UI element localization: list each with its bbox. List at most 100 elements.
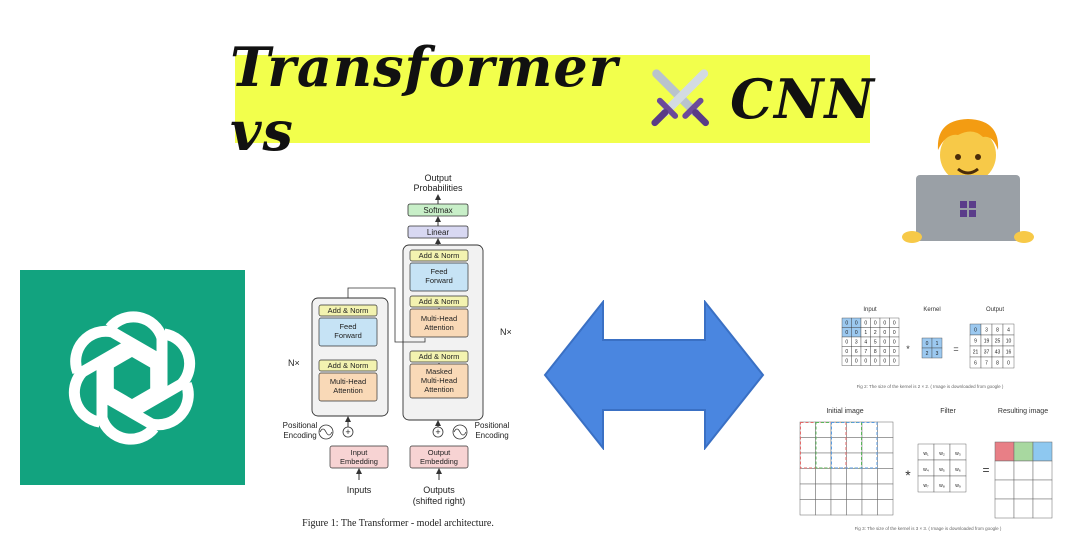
double-arrow-icon bbox=[543, 300, 765, 450]
initial-image-cell bbox=[877, 499, 894, 516]
filter-equals-symbol: = bbox=[982, 463, 989, 477]
cnn-output-label: Output bbox=[986, 307, 1004, 313]
cnn-input-value: 0 bbox=[874, 320, 877, 326]
filter-value: w₁ bbox=[923, 451, 929, 457]
initial-image-cell bbox=[799, 452, 816, 469]
initial-image-cell bbox=[846, 452, 863, 469]
person-laptop-icon bbox=[902, 119, 1034, 243]
cnn-output-value: 3 bbox=[985, 327, 988, 333]
cnn-input-value: 0 bbox=[883, 349, 886, 355]
initial-image-cell bbox=[861, 421, 878, 438]
cnn-output-value: 10 bbox=[1006, 338, 1012, 344]
resulting-image-cell bbox=[1013, 479, 1034, 500]
cnn-output-value: 16 bbox=[1006, 349, 1012, 355]
filter-value: w₃ bbox=[955, 451, 961, 457]
cnn-kernel-value: 0 bbox=[926, 341, 929, 347]
cnn-output-value: 9 bbox=[974, 338, 977, 344]
cnn-output-value: 25 bbox=[995, 338, 1001, 344]
softmax-label: Softmax bbox=[423, 206, 452, 215]
outputs-label-1: Outputs bbox=[423, 485, 455, 495]
cnn-output-value: 21 bbox=[973, 349, 979, 355]
initial-image-cell bbox=[877, 421, 894, 438]
cnn-input-label: Input bbox=[863, 307, 877, 313]
cnn-input-value: 3 bbox=[855, 339, 858, 345]
masked-mha-1: Masked bbox=[426, 367, 452, 376]
cnn-input-value: 0 bbox=[883, 339, 886, 345]
enc-positional-1: Positional bbox=[283, 421, 318, 430]
initial-image-cell bbox=[799, 437, 816, 454]
filter-value: w₄ bbox=[923, 467, 929, 473]
resulting-image-cell bbox=[1032, 498, 1053, 519]
filter-value: w₅ bbox=[939, 467, 945, 473]
initial-image-cell bbox=[861, 483, 878, 500]
cnn-input-value: 0 bbox=[845, 349, 848, 355]
resulting-image-cell bbox=[1032, 479, 1053, 500]
initial-image-cell bbox=[815, 499, 832, 516]
cnn-output-value: 8 bbox=[996, 327, 999, 333]
cnn-input-value: 0 bbox=[893, 330, 896, 336]
initial-image-cell bbox=[815, 468, 832, 485]
page-title: Transformer vs CNN bbox=[230, 35, 875, 163]
cnn-input-value: 0 bbox=[845, 320, 848, 326]
cnn-output-value: 0 bbox=[974, 327, 977, 333]
title-banner: Transformer vs CNN bbox=[230, 35, 874, 163]
cnn-input-value: 0 bbox=[874, 358, 877, 364]
resulting-image-cell bbox=[994, 498, 1015, 519]
initial-image-cell bbox=[799, 468, 816, 485]
initial-image-cell bbox=[861, 437, 878, 454]
inputs-label: Inputs bbox=[347, 485, 372, 495]
output-embedding-1: Output bbox=[428, 448, 451, 457]
initial-image-cell bbox=[846, 468, 863, 485]
title-left: Transformer vs bbox=[230, 35, 619, 163]
output-embedding-2: Embedding bbox=[420, 457, 458, 466]
svg-text:+: + bbox=[435, 427, 440, 437]
cnn-output-value: 0 bbox=[1007, 360, 1010, 366]
cnn-input-value: 0 bbox=[855, 330, 858, 336]
cnn-kernel-value: 1 bbox=[936, 341, 939, 347]
initial-image-grid bbox=[799, 421, 894, 516]
svg-text:+: + bbox=[345, 427, 350, 437]
resulting-image-cell bbox=[1032, 441, 1053, 462]
cnn-kernel-cell bbox=[931, 347, 943, 359]
cnn-input-value: 0 bbox=[883, 330, 886, 336]
cnn-output-value: 19 bbox=[984, 338, 990, 344]
filter-value: w₆ bbox=[955, 467, 961, 473]
cnn-input-value: 0 bbox=[893, 358, 896, 364]
resulting-image-cell bbox=[994, 460, 1015, 481]
cnn-bottom-caption: Fig 3: The size of the kernel is 3 × 3. … bbox=[855, 526, 1002, 531]
cnn-output-value: 37 bbox=[984, 349, 990, 355]
initial-image-cell bbox=[830, 421, 847, 438]
initial-image-cell bbox=[799, 421, 816, 438]
cnn-input-value: 4 bbox=[864, 339, 867, 345]
initial-image-cell bbox=[861, 499, 878, 516]
cnn-equals-symbol: = bbox=[953, 344, 958, 354]
masked-mha-3: Attention bbox=[424, 385, 454, 394]
cnn-filter-diagram: Initial image Filter Resulting image * w… bbox=[799, 408, 1053, 531]
filter-times-symbol: * bbox=[905, 467, 911, 483]
initial-image-cell bbox=[830, 437, 847, 454]
filter-value: w₂ bbox=[939, 451, 945, 457]
initial-image-cell bbox=[877, 452, 894, 469]
decoder-mha-1: Multi-Head bbox=[421, 314, 457, 323]
initial-image-cell bbox=[815, 437, 832, 454]
cnn-input-value: 0 bbox=[864, 358, 867, 364]
initial-image-cell bbox=[830, 483, 847, 500]
initial-image-cell bbox=[846, 483, 863, 500]
cnn-input-value: 0 bbox=[883, 320, 886, 326]
filter-cell bbox=[949, 475, 967, 493]
cnn-output-value: 43 bbox=[995, 349, 1001, 355]
input-embedding-2: Embedding bbox=[340, 457, 378, 466]
cnn-input-value: 0 bbox=[893, 349, 896, 355]
linear-label: Linear bbox=[427, 228, 450, 237]
resulting-image-cell bbox=[1013, 460, 1034, 481]
cnn-input-value: 8 bbox=[874, 349, 877, 355]
encoder-mha-2: Attention bbox=[333, 386, 363, 395]
initial-image-cell bbox=[799, 499, 816, 516]
encoder-add-norm-1: Add & Norm bbox=[328, 361, 369, 370]
cnn-input-value: 0 bbox=[845, 358, 848, 364]
decoder-feed-forward-2: Forward bbox=[425, 276, 453, 285]
cnn-output-value: 6 bbox=[974, 360, 977, 366]
